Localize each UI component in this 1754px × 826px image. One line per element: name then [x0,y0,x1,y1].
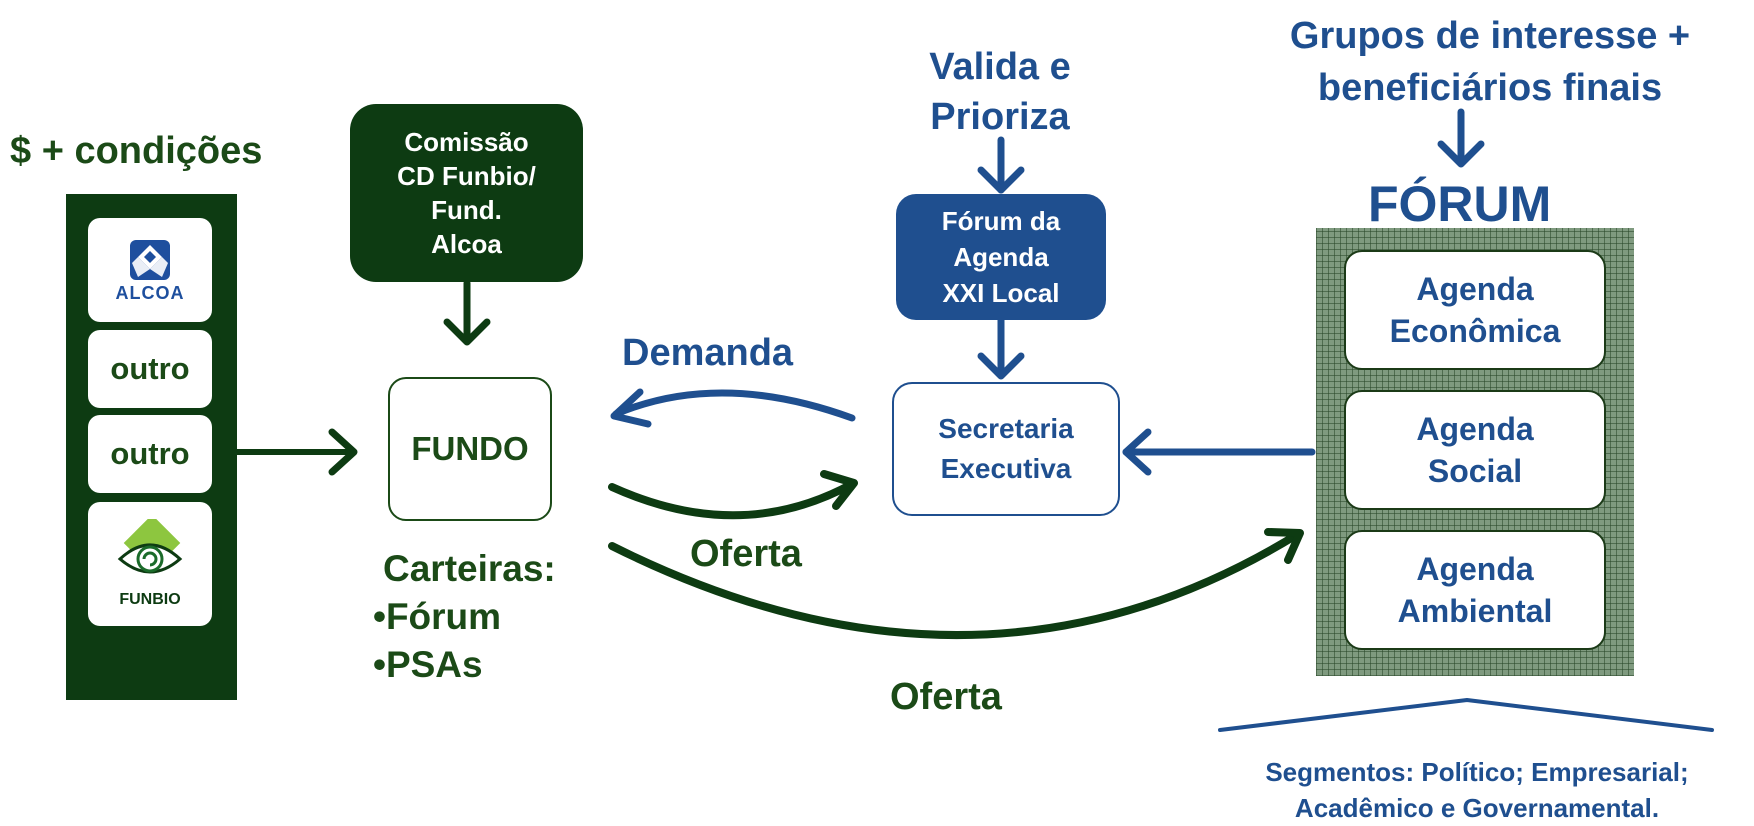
segments-label: Segmentos: Político; Empresarial; Acadêm… [1200,754,1754,826]
forum-agenda-to-secretaria-arrowhead [977,352,1025,380]
oferta-1-arrowhead [820,470,858,510]
oferta-1-arrow [608,480,856,520]
commission-line-1: Comissão [404,127,529,157]
valida-prioriza-label: Valida e Prioriza [900,42,1100,142]
interest-groups-label: Grupos de interesse + beneficiários fina… [1230,10,1750,114]
demanda-label: Demanda [622,332,794,374]
secretaria-line-1: Secretaria [938,413,1074,444]
forum-title: FÓRUM [1368,176,1552,232]
fundo-label: FUNDO [411,430,529,467]
forum-agenda-line-1: Fórum da [941,206,1061,236]
commission-box: Comissão CD Funbio/ Fund. Alcoa [350,104,583,282]
conditions-label: $ + condições [10,130,263,172]
agenda-ambiental-box: Agenda Ambiental [1344,530,1606,650]
carteiras-list: Carteiras: •Fórum •PSAs [373,545,556,689]
commission-line-4: Alcoa [431,229,502,259]
funbio-logo-text: FUNBIO [119,591,181,608]
forum-panel: Agenda Econômica Agenda Social Agenda Am… [1316,228,1634,676]
forum-agenda-xxi-box: Fórum da Agenda XXI Local [896,194,1106,320]
oferta-label-1: Oferta [690,533,802,575]
other-sponsor-1-label: outro [110,351,190,386]
alcoa-icon [130,239,170,280]
sponsor-column: ALCOA outro outro FUNBIO [66,194,237,700]
groups-to-forum-arrowhead [1437,140,1485,168]
forum-agenda-line-3: XXI Local [942,278,1060,308]
interest-groups-line-1: Grupos de interesse + [1289,15,1691,57]
agenda-economica-line-2: Econômica [1389,313,1561,349]
demanda-arrow [612,389,856,422]
valida-line-2: Prioriza [930,96,1070,138]
other-sponsor-2: outro [88,415,212,493]
other-sponsor-2-label: outro [110,436,190,471]
segments-line-2: Acadêmico e Governamental. [1294,793,1660,823]
commission-line-3: Fund. [431,195,502,225]
funbio-icon [117,519,183,574]
carteiras-title: Carteiras: [383,548,556,589]
funbio-logo: FUNBIO [88,502,212,626]
valida-to-forum-agenda-arrowhead [977,166,1025,194]
agenda-economica-box: Agenda Econômica [1344,250,1606,370]
forum-agenda-line-2: Agenda [953,242,1049,272]
agenda-social-line-1: Agenda [1416,411,1534,447]
agenda-ambiental-line-1: Agenda [1416,551,1534,587]
secretaria-line-2: Executiva [940,453,1072,484]
alcoa-logo-text: ALCOA [115,282,185,303]
secretaria-executiva-box: Secretaria Executiva [892,382,1120,516]
sponsors-to-fundo-arrowhead [328,428,358,476]
commission-to-fundo-arrowhead [443,318,491,346]
interest-groups-line-2: beneficiários finais [1317,67,1663,109]
oferta-label-2: Oferta [890,676,1002,718]
agenda-economica-line-1: Agenda [1416,271,1534,307]
segments-line-1: Segmentos: Político; Empresarial; [1265,757,1689,787]
other-sponsor-1: outro [88,330,212,408]
demanda-arrowhead [610,388,652,428]
alcoa-logo: ALCOA [88,218,212,322]
oferta-2-arrow [608,530,1302,639]
agenda-social-line-2: Social [1427,453,1523,489]
valida-line-1: Valida e [929,46,1071,88]
fundo-box: FUNDO [388,377,552,521]
carteiras-item-psas: •PSAs [373,644,483,685]
commission-line-2: CD Funbio/ [397,161,536,191]
oferta-2-arrowhead [1264,528,1304,564]
segments-brace [1218,698,1714,732]
agenda-social-box: Agenda Social [1344,390,1606,510]
agenda-ambiental-line-2: Ambiental [1397,593,1553,629]
carteiras-item-forum: •Fórum [373,596,502,637]
forum-to-secretaria-arrowhead [1122,428,1152,476]
